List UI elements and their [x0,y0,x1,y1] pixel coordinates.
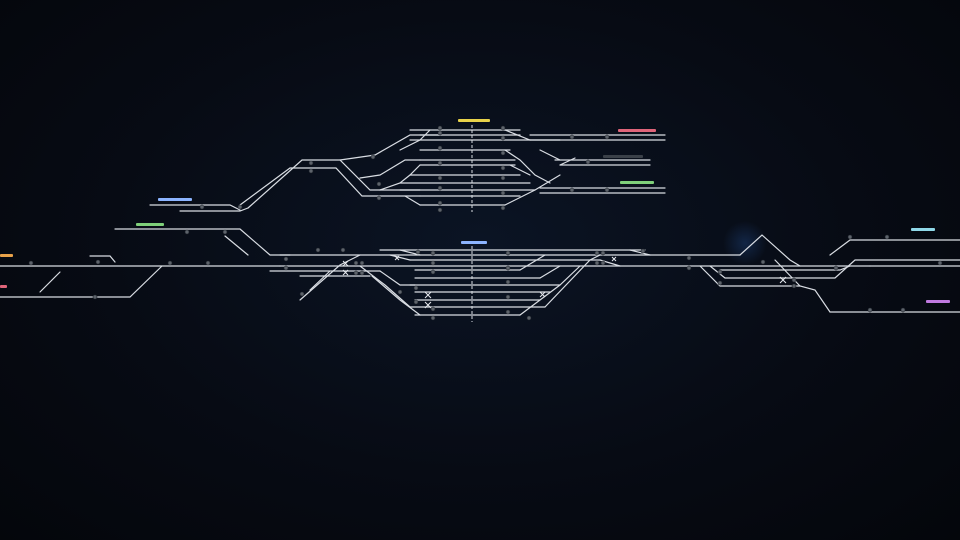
line-tag-far-east-purple[interactable] [926,300,950,303]
selection-glow [723,221,767,265]
line-tag-far-west-orange[interactable] [0,254,13,257]
line-tag-west-blue[interactable] [158,198,192,201]
line-tag-northeast-1[interactable] [618,129,656,132]
line-tag-northeast-2[interactable] [603,155,643,158]
west-approach-tracks[interactable] [0,228,291,298]
line-tag-east-green[interactable] [620,181,654,184]
north-signals[interactable] [199,125,610,213]
station-tag-north[interactable] [458,119,490,122]
line-tag-far-west-red[interactable] [0,285,7,288]
line-tag-west-green[interactable] [136,223,164,226]
crossovers [342,255,787,309]
central-station-tracks[interactable] [269,234,960,322]
station-tag-central[interactable] [461,241,487,244]
north-station-tracks[interactable] [149,125,666,212]
line-tag-far-east-cyan[interactable] [911,228,935,231]
central-signals[interactable] [28,229,943,321]
